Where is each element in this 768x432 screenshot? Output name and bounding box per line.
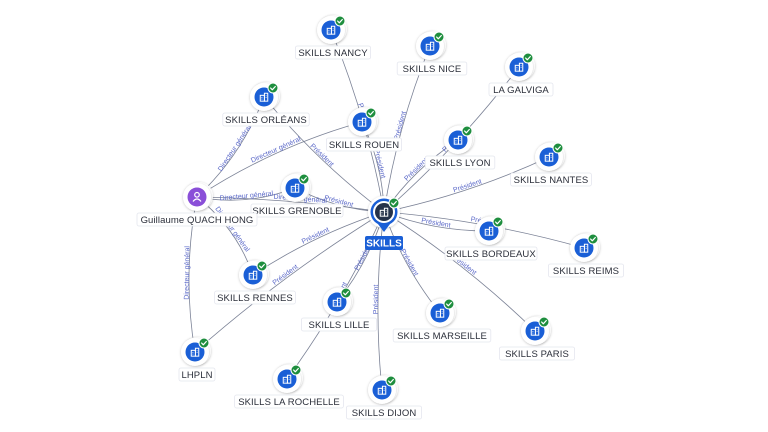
company-label-lyon: SKILLS LYON: [424, 155, 496, 170]
company-node-orleans[interactable]: SKILLS ORLÉANS: [222, 82, 310, 127]
edge-label-president: Président: [452, 178, 482, 194]
company-node-bordeaux[interactable]: SKILLS BORDEAUX: [444, 216, 538, 261]
company-node-nice[interactable]: SKILLS NICE: [396, 31, 468, 76]
company-label-larochelle: SKILLS LA ROCHELLE: [234, 394, 344, 409]
company-node-galviga[interactable]: LA GALVIGA: [488, 52, 554, 97]
check-icon: [365, 107, 377, 119]
svg-text:SKILLS PARIS: SKILLS PARIS: [505, 349, 569, 360]
edge-skills-dijon: [377, 211, 385, 391]
svg-text:SKILLS REIMS: SKILLS REIMS: [553, 266, 619, 277]
person-label: Guillaume QUACH HONG: [136, 212, 258, 227]
edge-person-rouen: [196, 121, 363, 198]
edge-label-director: Directeur général: [217, 124, 253, 173]
company-node-lyon[interactable]: SKILLS LYON: [424, 125, 496, 170]
edge-skills-orleans: [263, 96, 385, 213]
svg-text:SKILLS NANCY: SKILLS NANCY: [298, 48, 368, 59]
check-icon: [267, 82, 279, 94]
svg-text:SKILLS DIJON: SKILLS DIJON: [352, 408, 417, 419]
check-icon: [443, 298, 455, 310]
company-label-rouen: SKILLS ROUEN: [325, 137, 402, 152]
svg-text:SKILLS BORDEAUX: SKILLS BORDEAUX: [446, 249, 536, 260]
company-label-bordeaux: SKILLS BORDEAUX: [444, 246, 538, 261]
company-node-marseille[interactable]: SKILLS MARSEILLE: [392, 298, 492, 343]
company-node-nantes[interactable]: SKILLS NANTES: [510, 142, 592, 187]
company-node-rouen[interactable]: SKILLS ROUEN: [325, 107, 402, 152]
person-icon: [192, 191, 202, 202]
check-icon: [290, 364, 302, 376]
edge-label-president: Président: [373, 285, 380, 315]
company-node-reims[interactable]: SKILLS REIMS: [548, 233, 625, 278]
company-node-grenoble[interactable]: SKILLS GRENOBLE: [250, 173, 344, 218]
svg-text:SKILLS LYON: SKILLS LYON: [429, 158, 490, 169]
company-label-marseille: SKILLS MARSEILLE: [392, 328, 492, 343]
check-icon: [461, 125, 473, 137]
edge-person-skills: [196, 196, 385, 213]
company-label-nantes: SKILLS NANTES: [510, 172, 592, 187]
company-label-nancy: SKILLS NANCY: [294, 45, 371, 60]
company-node-larochelle[interactable]: SKILLS LA ROCHELLE: [234, 364, 344, 409]
company-node-lille[interactable]: SKILLS LILLE: [300, 287, 377, 332]
company-label-lille: SKILLS LILLE: [300, 317, 377, 332]
check-icon: [522, 52, 534, 64]
company-label-paris: SKILLS PARIS: [498, 346, 575, 361]
edge-label-president: Président: [372, 149, 386, 179]
check-icon: [492, 216, 504, 228]
center-node-skills[interactable]: SKILLS: [365, 196, 403, 250]
edge-skills-rennes: [252, 211, 385, 276]
edge-skills-paris: [383, 211, 536, 332]
edge-label-director: Directeur général: [250, 136, 302, 165]
company-label-nice: SKILLS NICE: [396, 61, 468, 76]
edge-label-president: Président: [393, 111, 408, 141]
company-label-dijon: SKILLS DIJON: [345, 405, 422, 420]
check-icon: [433, 31, 445, 43]
edge-skills-nantes: [383, 156, 550, 213]
check-icon: [198, 337, 210, 349]
svg-text:LA GALVIGA: LA GALVIGA: [493, 85, 549, 96]
svg-text:SKILLS LILLE: SKILLS LILLE: [309, 320, 370, 331]
check-icon: [587, 233, 599, 245]
edge-label-president: Président: [301, 227, 331, 246]
company-node-paris[interactable]: SKILLS PARIS: [498, 316, 575, 361]
svg-text:SKILLS GRENOBLE: SKILLS GRENOBLE: [252, 206, 341, 217]
svg-text:SKILLS ORLÉANS: SKILLS ORLÉANS: [225, 115, 307, 126]
company-node-lhpln[interactable]: LHPLN: [178, 337, 216, 382]
company-label-galviga: LA GALVIGA: [488, 82, 554, 97]
check-icon: [538, 316, 550, 328]
check-icon: [340, 287, 352, 299]
edge-label-president: Président: [272, 264, 300, 287]
company-label-lhpln: LHPLN: [178, 367, 216, 382]
company-node-nancy[interactable]: SKILLS NANCY: [294, 15, 371, 60]
edge-person-rennes: [196, 196, 254, 276]
company-label-reims: SKILLS REIMS: [548, 263, 625, 278]
person-node[interactable]: Guillaume QUACH HONG: [136, 182, 258, 227]
company-label-rennes: SKILLS RENNES: [214, 290, 296, 305]
check-icon: [385, 375, 397, 387]
svg-text:SKILLS LA ROCHELLE: SKILLS LA ROCHELLE: [238, 397, 340, 408]
svg-text:SKILLS ROUEN: SKILLS ROUEN: [329, 140, 399, 151]
svg-text:SKILLS MARSEILLE: SKILLS MARSEILLE: [397, 331, 487, 342]
svg-text:SKILLS NANTES: SKILLS NANTES: [514, 175, 589, 186]
edge-label-president: Président: [399, 248, 419, 277]
svg-text:LHPLN: LHPLN: [181, 370, 212, 381]
check-icon: [388, 197, 400, 209]
check-icon: [256, 260, 268, 272]
svg-text:Guillaume QUACH HONG: Guillaume QUACH HONG: [141, 215, 254, 226]
check-icon: [552, 142, 564, 154]
company-label-orleans: SKILLS ORLÉANS: [222, 112, 310, 127]
edge-skills-lhpln: [194, 211, 385, 353]
svg-text:SKILLS RENNES: SKILLS RENNES: [217, 293, 293, 304]
edge-label-director: Directeur général: [184, 246, 192, 300]
nodes-layer: SKILLS NANCY SKILLS NICE LA GALVIGA SKILLS …: [136, 15, 625, 420]
company-label-grenoble: SKILLS GRENOBLE: [250, 203, 344, 218]
check-icon: [298, 173, 310, 185]
edge-person-orleans: [196, 96, 265, 198]
check-icon: [334, 15, 346, 27]
svg-text:SKILLS: SKILLS: [366, 239, 402, 250]
svg-text:SKILLS NICE: SKILLS NICE: [403, 64, 462, 75]
edge-label-director: Directeur général: [219, 191, 274, 203]
center-label: SKILLS: [365, 236, 403, 250]
company-node-rennes[interactable]: SKILLS RENNES: [214, 260, 296, 305]
company-node-dijon[interactable]: SKILLS DIJON: [345, 375, 422, 420]
